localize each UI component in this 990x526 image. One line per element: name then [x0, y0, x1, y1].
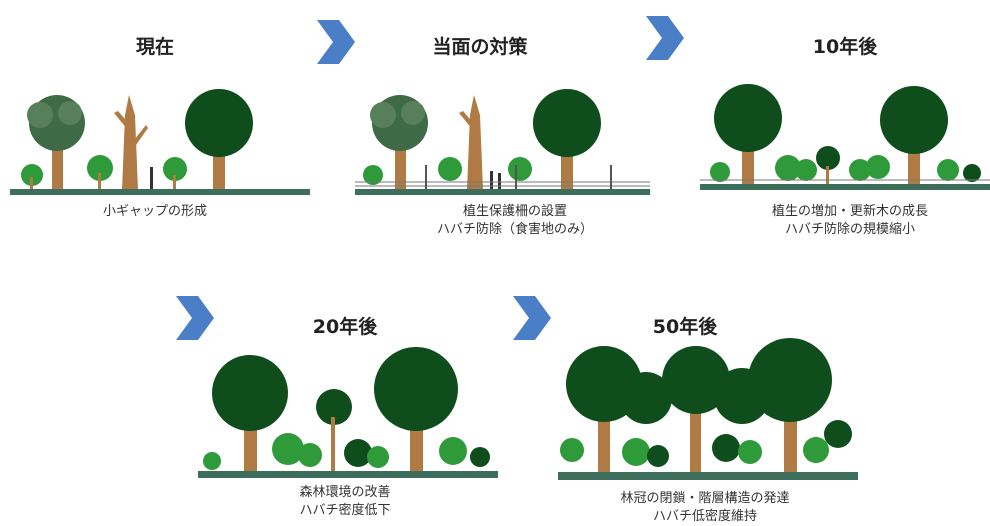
- stage-1-caption: 小ギャップの形成: [80, 203, 230, 221]
- stage-1-caption-line-1: 小ギャップの形成: [102, 204, 207, 219]
- stage-3-caption-line-2: ハバチ防除の規模縮小: [784, 222, 915, 237]
- stage-4-scene: [198, 345, 498, 485]
- stage-1-title: 現在: [135, 36, 174, 58]
- stage-5-scene: [558, 338, 858, 486]
- stage-2-caption-line-2: ハバチ防除（食害地のみ）: [436, 222, 593, 237]
- arrow-right-icon: [317, 20, 355, 64]
- arrow-right-icon: [513, 296, 551, 340]
- stage-4-caption-line-2: ハバチ密度低下: [299, 503, 391, 518]
- stage-4-caption: 森林環境の改善 ハバチ密度低下: [255, 484, 435, 520]
- stage-5-caption-line-2: ハバチ低密度維持: [652, 509, 757, 524]
- stage-3-title: 10年後: [812, 36, 878, 58]
- arrow-right-icon: [646, 16, 684, 60]
- stage-5-caption: 林冠の閉鎖・階層構造の発達 ハバチ低密度維持: [575, 490, 835, 526]
- stage-2-scene: [355, 85, 650, 200]
- stage-4-caption-line-1: 森林環境の改善: [299, 485, 391, 500]
- stage-5-title: 50年後: [652, 316, 718, 338]
- stage-4-title: 20年後: [312, 316, 378, 338]
- stage-3-scene: [700, 80, 990, 195]
- stage-3-caption-line-1: 植生の増加・更新木の成長: [771, 204, 928, 219]
- stage-5-caption-line-1: 林冠の閉鎖・階層構造の発達: [620, 491, 790, 506]
- arrow-right-icon: [176, 296, 214, 340]
- stage-2-caption-line-1: 植生保護柵の設置: [462, 204, 567, 219]
- stage-1-scene: [10, 85, 310, 200]
- stage-2-caption: 植生保護柵の設置 ハバチ防除（食害地のみ）: [405, 203, 625, 239]
- stage-2-title: 当面の対策: [432, 36, 528, 58]
- stage-3-caption: 植生の増加・更新木の成長 ハバチ防除の規模縮小: [730, 203, 970, 239]
